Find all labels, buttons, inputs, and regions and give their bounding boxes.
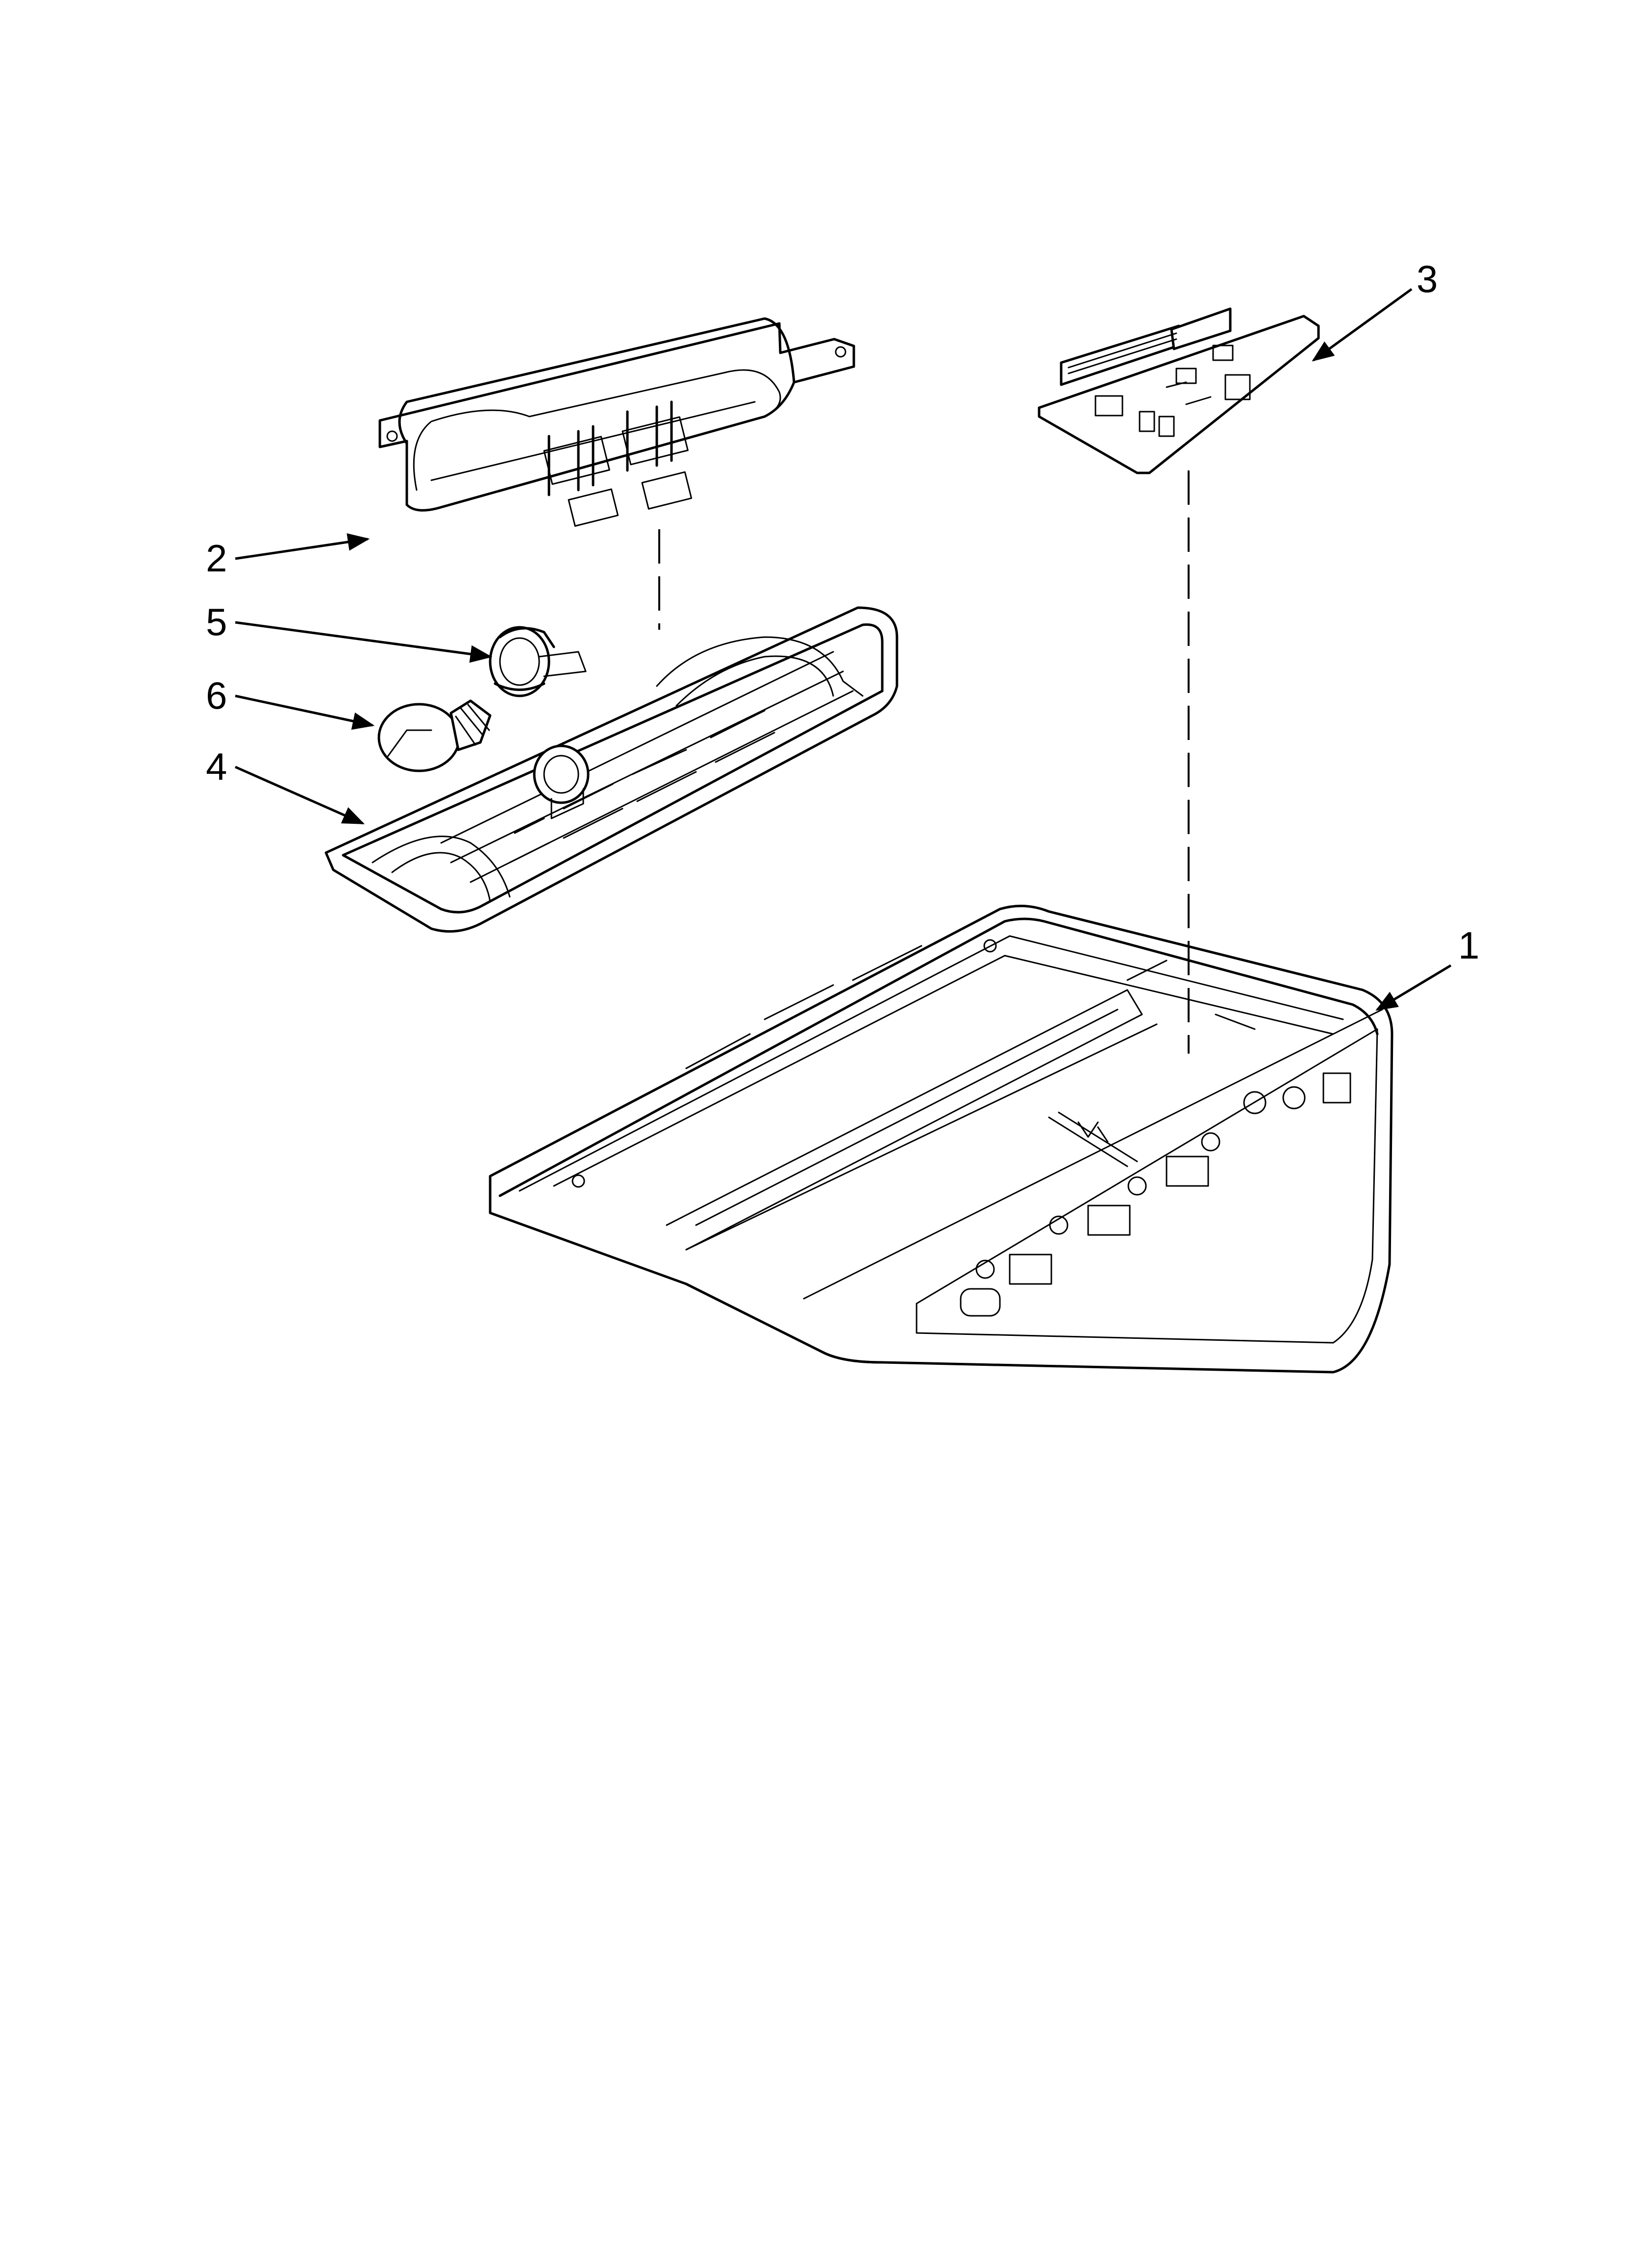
callout-number-2: 2 xyxy=(206,537,227,580)
leader-arrow-3 xyxy=(1312,288,1413,362)
part-5-lamp-socket xyxy=(489,626,587,697)
part-1-base-tray xyxy=(489,905,1393,1374)
leader-arrow-6 xyxy=(235,694,375,730)
callout-number-6: 6 xyxy=(206,674,227,717)
leader-arrow-5 xyxy=(235,621,493,663)
callout-number-4: 4 xyxy=(206,745,227,788)
part-2-light-housing xyxy=(378,317,855,527)
leader-arrow-2 xyxy=(235,533,370,560)
callout-number-1: 1 xyxy=(1458,924,1480,967)
leader-arrow-4 xyxy=(234,765,365,825)
callout-number-3: 3 xyxy=(1417,257,1438,300)
part-6-light-bulb xyxy=(377,699,492,772)
leader-arrow-1 xyxy=(1375,964,1452,1011)
callout-number-5: 5 xyxy=(206,600,227,643)
part-3-control-board xyxy=(1038,307,1320,474)
part-4-light-cover-tray xyxy=(324,606,898,933)
